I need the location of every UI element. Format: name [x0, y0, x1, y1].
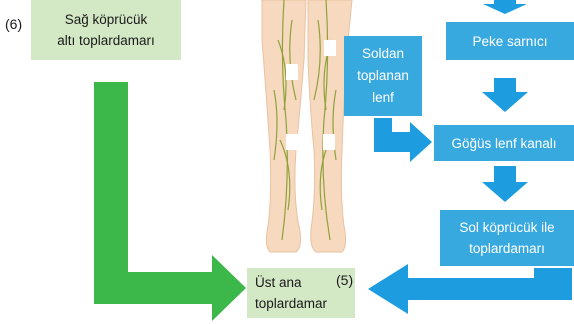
green-flow-arrow-icon [94, 82, 246, 321]
node-number-6: (6) [5, 16, 22, 32]
node-soldan-toplanan-lenf: Soldan toplanan lenf [344, 36, 422, 116]
node-gogus-lenf-kanali: Göğüs lenf kanalı [434, 125, 574, 161]
node-sag-kopruculuk: Sağ köprücük altı toplardamarı [31, 0, 181, 60]
node-ust-ana-line2: toplardamar [255, 293, 327, 314]
node-peke-label: Peke sarnıcı [472, 31, 547, 52]
node-sol-kopru-line1: Sol köprücük ile [459, 217, 554, 238]
leg-illustration-icon [262, 0, 352, 252]
node-peke-sarnici: Peke sarnıcı [446, 22, 574, 60]
node-sol-kopruculuk: Sol köprücük ile toplardamarı [440, 210, 574, 266]
node-ust-ana-line1: Üst ana [255, 272, 302, 293]
node-gogus-label: Göğüs lenf kanalı [451, 133, 556, 154]
node-sol-kopru-line2: toplardamarı [469, 238, 545, 259]
node-soldan-line1: Soldan [362, 43, 404, 65]
node-soldan-line2: toplanan [357, 65, 409, 87]
node-sag-kopru-line2: altı toplardamarı [57, 30, 155, 51]
node-soldan-line3: lenf [372, 87, 394, 109]
node-number-5: (5) [336, 272, 353, 288]
node-sag-kopru-line1: Sağ köprücük [65, 9, 148, 30]
